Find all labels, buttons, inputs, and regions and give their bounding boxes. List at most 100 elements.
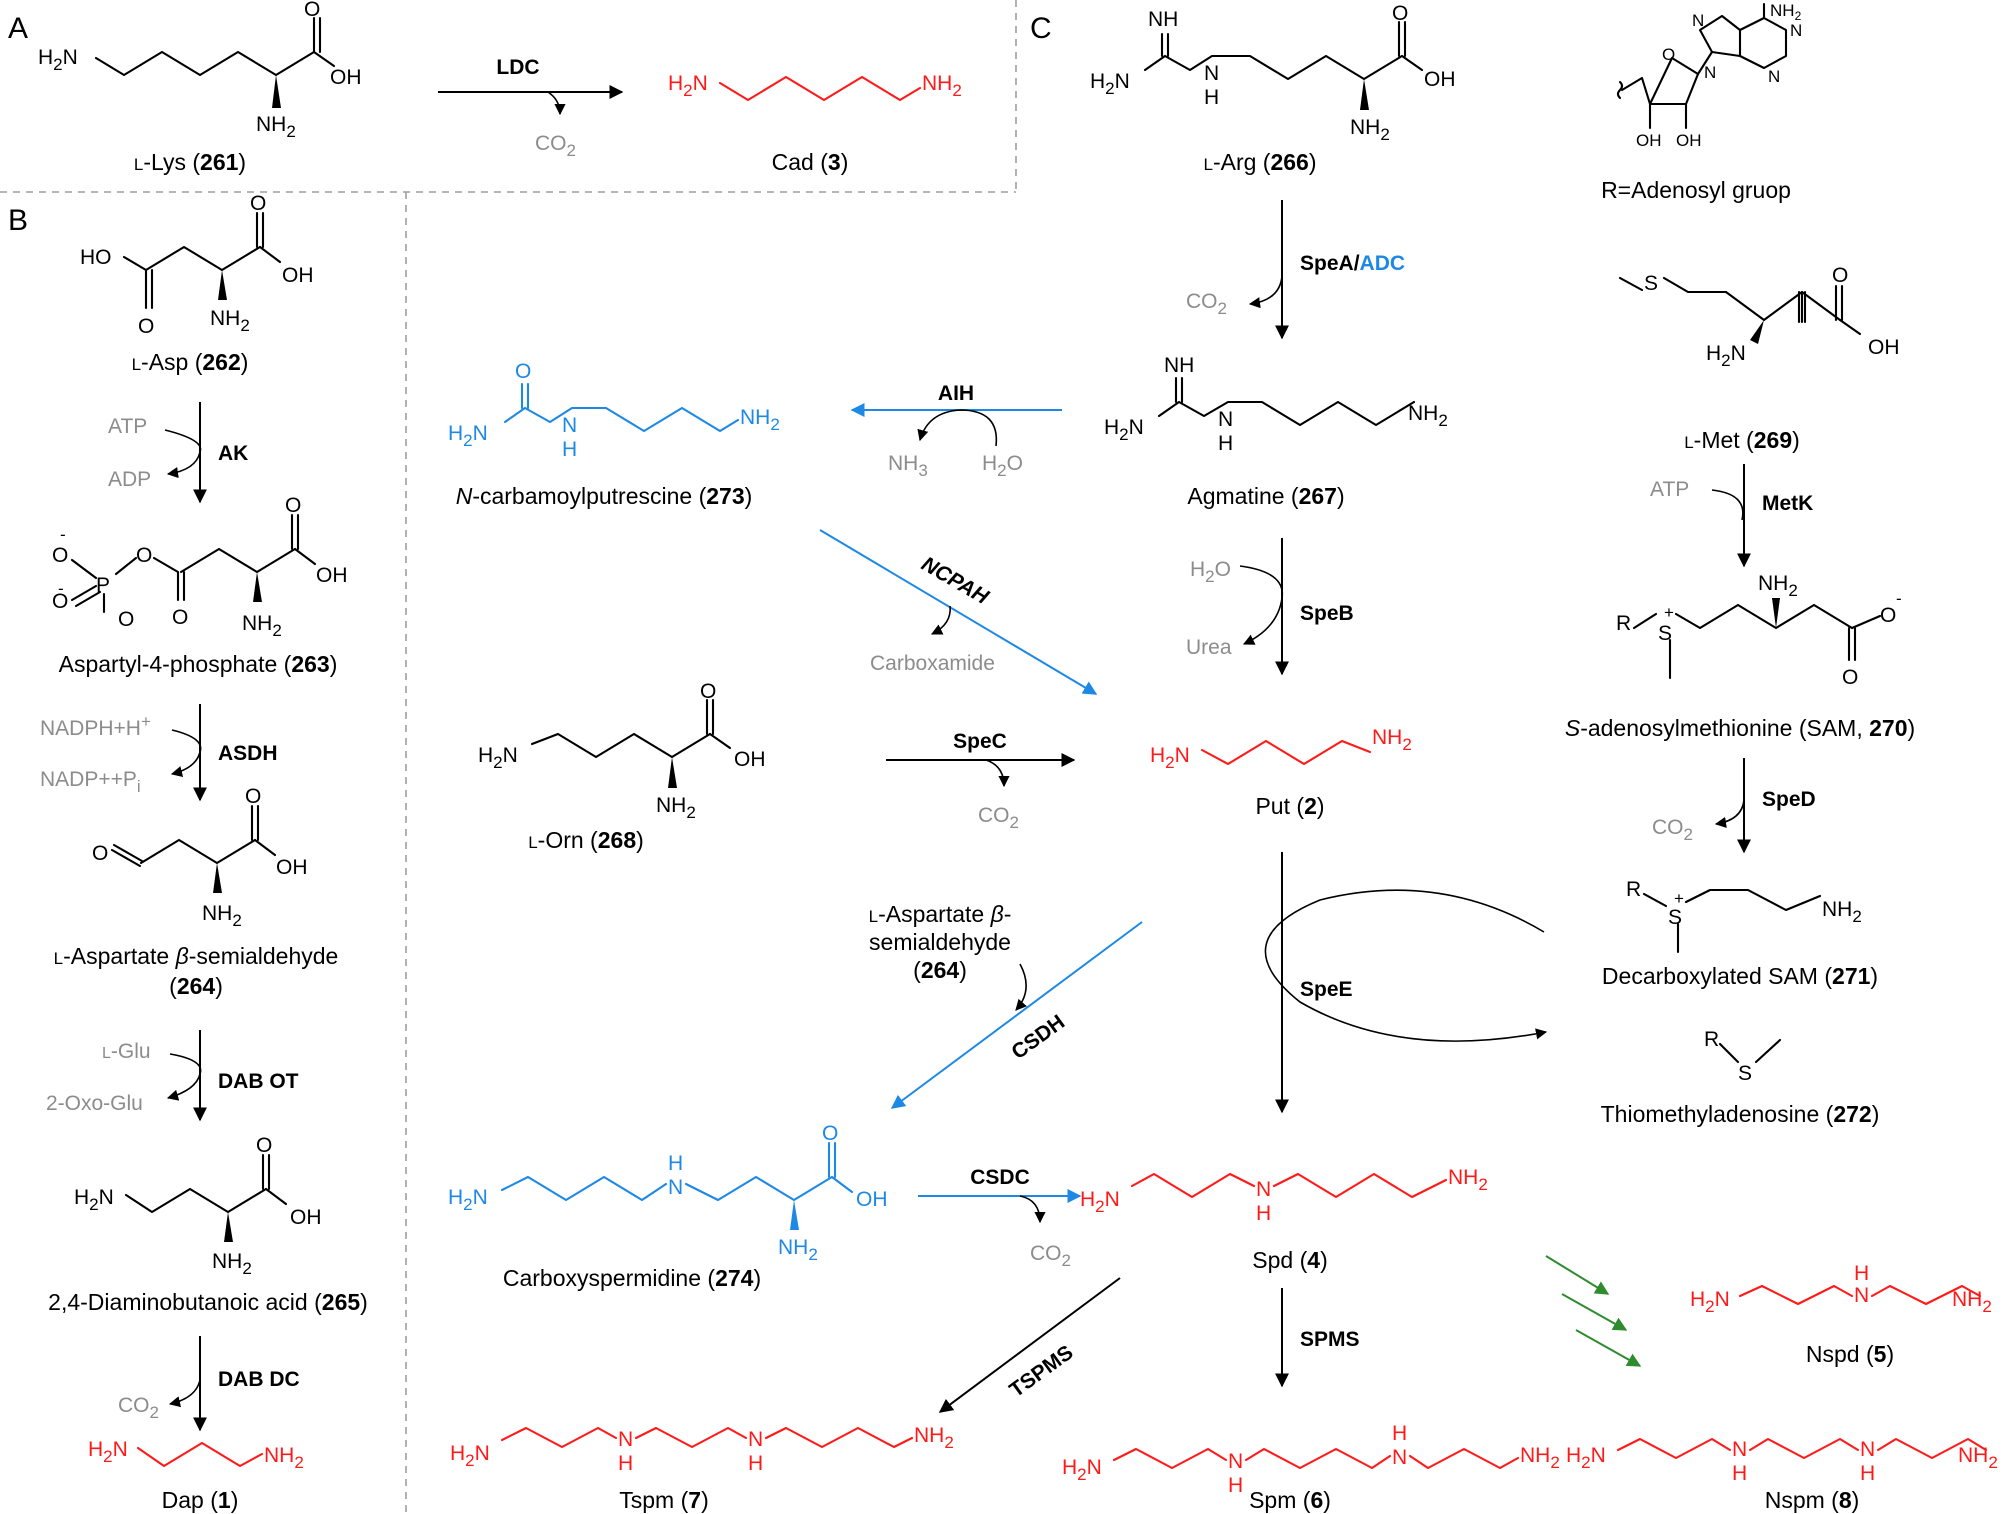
svg-text:OH: OH (1636, 131, 1662, 150)
svg-text:NH2: NH2 (1758, 572, 1798, 600)
putrescine-caption: Put (2) (1255, 793, 1324, 819)
thermospermine-caption: Tspm (7) (619, 1487, 708, 1513)
aih-cofactor-curve (917, 409, 998, 447)
dabot-in: L-Glu (102, 1040, 151, 1063)
svg-text:NH2: NH2 (1770, 1, 1802, 23)
ncpah-enzyme: NCPAH (918, 552, 994, 609)
svg-text:H2N: H2N (478, 744, 518, 772)
svg-text:O: O (245, 785, 261, 808)
svg-text:NH2: NH2 (242, 612, 282, 640)
svg-text:O: O (1392, 2, 1408, 25)
decarboxylated-sam-structure: R S + NH2 (1626, 878, 1862, 954)
diaminobutanoate-caption: 2,4-Diaminobutanoic acid (265) (48, 1289, 368, 1315)
svg-text:H2N: H2N (448, 1186, 488, 1214)
svg-text:NH2: NH2 (1448, 1166, 1488, 1194)
svg-text:NH2: NH2 (656, 794, 696, 822)
spermidine-caption: Spd (4) (1252, 1247, 1327, 1273)
sped-enzyme: SpeD (1762, 788, 1816, 811)
svg-text:O: O (1832, 264, 1848, 287)
asdh-enzyme: ASDH (218, 742, 278, 765)
svg-text:O: O (1842, 666, 1858, 689)
metk-in-curve (1711, 489, 1744, 521)
svg-text:OH: OH (734, 748, 766, 771)
aih-h2o: H2O (982, 452, 1023, 480)
aspartate-semialdehyde-structure: O O OH NH2 (92, 785, 308, 930)
svg-text:-: - (60, 525, 66, 544)
svg-text:N: N (1204, 62, 1219, 85)
ldc-enzyme: LDC (496, 56, 539, 79)
svg-text:H2N: H2N (1706, 342, 1746, 370)
svg-text:HO: HO (80, 246, 112, 269)
ldc-co2-curve (547, 91, 566, 116)
svg-text:H2N: H2N (88, 1438, 128, 1466)
cadaverine-caption: Cad (3) (772, 149, 849, 175)
csdh-substrate-number: (264) (913, 957, 967, 983)
svg-text:H: H (1860, 1462, 1875, 1485)
spea-co2: CO2 (1186, 290, 1227, 318)
svg-text:OH: OH (316, 564, 348, 587)
svg-text:OH: OH (290, 1206, 322, 1229)
svg-text:H2N: H2N (1090, 70, 1130, 98)
svg-text:N: N (1732, 1438, 1747, 1461)
svg-text:N: N (1228, 1450, 1243, 1473)
svg-text:OH: OH (1676, 131, 1702, 150)
svg-text:NH2: NH2 (1952, 1288, 1992, 1316)
svg-text:H: H (668, 1152, 683, 1175)
diaminobutanoate-structure: H2N O OH NH2 (74, 1134, 322, 1278)
speb-enzyme: SpeB (1300, 602, 1354, 625)
aspartate-structure: HO O O OH NH2 (80, 192, 314, 338)
svg-text:R: R (1626, 878, 1641, 901)
svg-text:N: N (1860, 1438, 1875, 1461)
aih-nh3: NH3 (888, 452, 928, 480)
csdc-co2-curve (1019, 1195, 1046, 1224)
svg-text:H2N: H2N (1062, 1456, 1102, 1484)
aspartyl-phosphate-caption: Aspartyl-4-phosphate (263) (59, 651, 338, 677)
svg-text:N: N (668, 1176, 683, 1199)
aspartate-semialdehyde-number: (264) (169, 973, 223, 999)
svg-text:R: R (1704, 1028, 1719, 1051)
dabot-out: 2-Oxo-Glu (46, 1092, 143, 1115)
methionine-caption: L-Met (269) (1684, 427, 1800, 453)
adenosyl-caption: R=Adenosyl gruop (1601, 177, 1791, 203)
dabdc-co2: CO2 (118, 1394, 159, 1422)
svg-text:S: S (1658, 622, 1672, 645)
svg-text:H2N: H2N (1150, 744, 1190, 772)
svg-text:H2N: H2N (1104, 416, 1144, 444)
svg-text:NH2: NH2 (1372, 726, 1412, 754)
svg-text:NH2: NH2 (212, 1250, 252, 1278)
sped-co2: CO2 (1652, 816, 1693, 844)
svg-text:S: S (1644, 272, 1658, 295)
spermine-structure: H2N N H N H NH2 (1062, 1422, 1560, 1497)
spee-sam-cycle (1264, 889, 1548, 1042)
norspermine-structure: H2N N H N H NH2 (1566, 1437, 1998, 1485)
svg-text:N: N (748, 1428, 763, 1451)
methionine-structure: S O OH H2N (1618, 264, 1900, 370)
diaminopropane-caption: Dap (1) (162, 1487, 239, 1513)
ncpah-byproduct-curve (930, 605, 951, 635)
svg-text:H: H (1732, 1462, 1747, 1485)
svg-text:O: O (138, 315, 154, 338)
svg-text:R: R (1616, 612, 1631, 635)
csdc-co2: CO2 (1030, 1242, 1071, 1270)
speb-in: H2O (1190, 558, 1231, 586)
asdh-out: NADP++Pi (40, 768, 141, 796)
aih-enzyme: AIH (938, 382, 974, 405)
norspermine-caption: Nspm (8) (1765, 1487, 1860, 1513)
dabot-enzyme: DAB OT (218, 1070, 299, 1093)
svg-text:O: O (285, 494, 301, 517)
svg-text:N: N (1790, 21, 1802, 40)
svg-text:OH: OH (276, 856, 308, 879)
dabdc-co2-curve (168, 1379, 201, 1408)
svg-text:O: O (304, 0, 320, 21)
putrescine-structure: H2N NH2 (1150, 726, 1412, 772)
svg-text:O: O (52, 590, 68, 613)
norspermidine-structure: H2N N H NH2 (1690, 1262, 1992, 1316)
panel-dividers (0, 0, 1017, 1514)
svg-text:NH2: NH2 (914, 1424, 954, 1452)
svg-text:NH2: NH2 (1350, 116, 1390, 144)
spermine-caption: Spm (6) (1249, 1487, 1331, 1513)
svg-text:OH: OH (856, 1188, 888, 1211)
decarboxylated-sam-caption: Decarboxylated SAM (271) (1602, 963, 1878, 989)
arginine-caption: L-Arg (266) (1203, 149, 1316, 175)
